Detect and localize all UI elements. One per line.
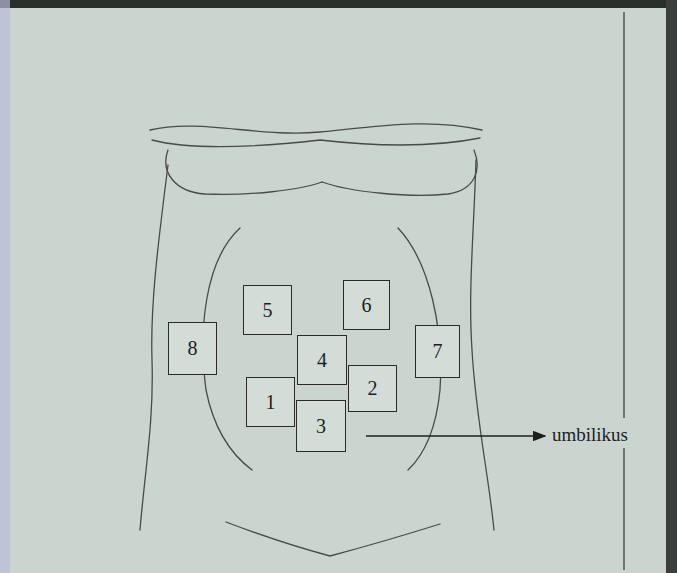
callout-number: 3 [316,415,326,438]
site-box: 8 [168,322,217,375]
chest-drape [152,138,480,147]
callout-number: 8 [188,337,198,360]
callout-number: 6 [362,294,372,317]
site-box: 4 [297,335,347,385]
body-outline [471,160,494,530]
callout-number: 1 [266,391,276,414]
callout-number: 7 [433,340,443,363]
page-edge [666,0,677,573]
chest-drape [150,124,482,133]
site-box: 2 [348,365,397,412]
site-box: 3 [296,400,346,452]
margin-line [623,448,624,570]
groin-line [226,522,440,556]
anatomy-label: umbilikus [552,424,628,446]
leader-arrow [366,435,545,437]
callout-number: 4 [317,349,327,372]
page-edge [0,0,677,8]
callout-number: 2 [368,377,378,400]
site-box: 7 [415,325,460,378]
breast-outline [166,150,322,194]
body-outline [140,165,168,530]
site-box: 1 [246,377,295,427]
breast-outline [322,150,477,195]
page-edge [0,0,10,573]
margin-line [623,12,624,418]
callout-number: 5 [263,299,273,322]
site-box: 5 [243,285,292,335]
site-box: 6 [343,280,390,330]
